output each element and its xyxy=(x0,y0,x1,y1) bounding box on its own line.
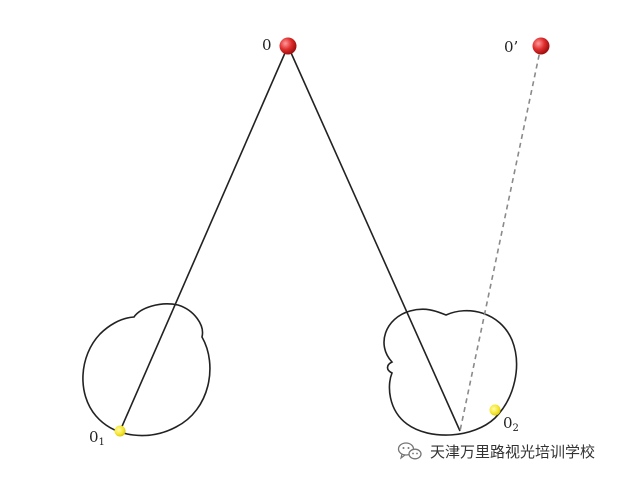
object-point-0 xyxy=(279,37,297,55)
watermark: 天津万里路视光培训学校 xyxy=(397,442,595,461)
right-visual-axis xyxy=(287,45,461,432)
label-fovea-left: 01 xyxy=(89,428,105,448)
wechat-icon xyxy=(397,442,422,460)
label-object-0-prime: 0’ xyxy=(504,38,518,56)
left-eyeball-outline xyxy=(82,303,211,437)
label-fovea-right-sub: 2 xyxy=(513,423,519,434)
deviated-visual-axis-dashed xyxy=(459,45,542,432)
fovea-point-left xyxy=(114,425,126,437)
right-eyeball-outline xyxy=(383,308,518,436)
fovea-point-right xyxy=(489,404,501,416)
label-fovea-left-sub: 1 xyxy=(99,437,105,448)
watermark-text: 天津万里路视光培训学校 xyxy=(430,443,595,461)
label-fovea-right-main: 0 xyxy=(503,414,513,432)
object-point-0-prime xyxy=(532,37,550,55)
left-eye xyxy=(82,303,211,437)
label-fovea-right: 02 xyxy=(503,414,519,434)
left-visual-axis xyxy=(119,45,289,432)
label-object-0: 0 xyxy=(262,36,272,54)
label-fovea-left-main: 0 xyxy=(89,428,99,446)
right-eye xyxy=(383,308,518,436)
